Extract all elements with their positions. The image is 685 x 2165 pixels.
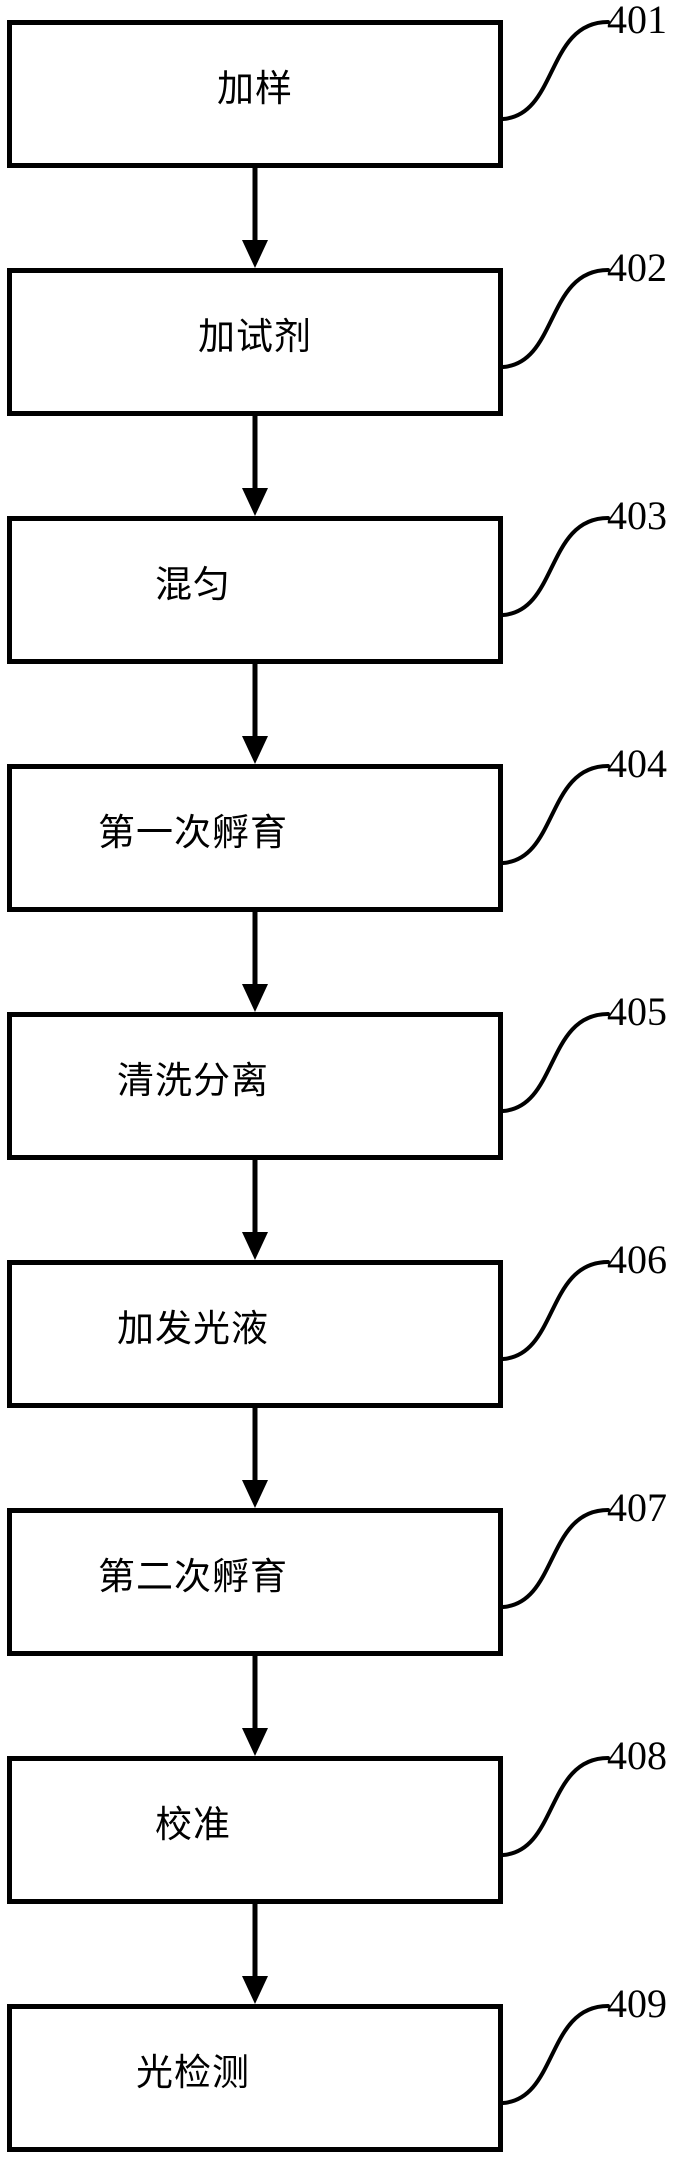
process-box-6: 加发光液: [7, 1260, 503, 1408]
process-box-8-label: 校准: [155, 1804, 231, 1846]
process-box-4-label: 第一次孵育: [98, 812, 288, 854]
down-arrow-icon: [242, 912, 268, 1012]
process-box-3-label: 混匀: [155, 564, 231, 606]
down-arrow-icon: [242, 416, 268, 516]
reference-number-402: 402: [607, 245, 667, 290]
process-box-9-label: 光检测: [136, 2052, 250, 2094]
process-box-7-label: 第二次孵育: [98, 1556, 288, 1598]
reference-number-406: 406: [607, 1237, 667, 1282]
flow-step-9: 光检测 409: [0, 1984, 685, 2165]
down-arrow-icon: [242, 664, 268, 764]
process-box-1-label: 加样: [217, 68, 293, 110]
process-box-3: 混匀: [7, 516, 503, 664]
reference-number-407: 407: [607, 1485, 667, 1530]
reference-number-409: 409: [607, 1981, 667, 2026]
process-box-6-label: 加发光液: [117, 1308, 269, 1350]
process-box-1: 加样: [7, 20, 503, 168]
leader-line-2: [501, 268, 610, 369]
leader-line-8: [501, 1756, 610, 1857]
flow-step-6: 加发光液 406: [0, 1240, 685, 1508]
leader-line-4: [501, 764, 610, 865]
leader-line-1: [501, 20, 610, 121]
flow-step-8: 校准 408: [0, 1736, 685, 2004]
flow-step-3: 混匀 403: [0, 496, 685, 764]
flow-step-5: 清洗分离 405: [0, 992, 685, 1260]
reference-number-403: 403: [607, 493, 667, 538]
process-box-7: 第二次孵育: [7, 1508, 503, 1656]
process-box-5: 清洗分离: [7, 1012, 503, 1160]
down-arrow-icon: [242, 1408, 268, 1508]
process-box-2: 加试剂: [7, 268, 503, 416]
leader-line-9: [501, 2004, 610, 2105]
leader-line-6: [501, 1260, 610, 1361]
process-box-2-label: 加试剂: [198, 316, 312, 358]
process-box-9: 光检测: [7, 2004, 503, 2152]
flow-step-1: 加样 401: [0, 0, 685, 268]
process-box-8: 校准: [7, 1756, 503, 1904]
reference-number-408: 408: [607, 1733, 667, 1778]
process-box-4: 第一次孵育: [7, 764, 503, 912]
down-arrow-icon: [242, 1656, 268, 1756]
leader-line-7: [501, 1508, 610, 1609]
leader-line-3: [501, 516, 610, 617]
down-arrow-icon: [242, 1160, 268, 1260]
process-box-5-label: 清洗分离: [117, 1060, 269, 1102]
flow-step-7: 第二次孵育 407: [0, 1488, 685, 1756]
reference-number-401: 401: [607, 0, 667, 42]
leader-line-5: [501, 1012, 610, 1113]
flow-step-2: 加试剂 402: [0, 248, 685, 516]
flow-step-4: 第一次孵育 404: [0, 744, 685, 1012]
reference-number-404: 404: [607, 741, 667, 786]
down-arrow-icon: [242, 168, 268, 268]
reference-number-405: 405: [607, 989, 667, 1034]
down-arrow-icon: [242, 1904, 268, 2004]
